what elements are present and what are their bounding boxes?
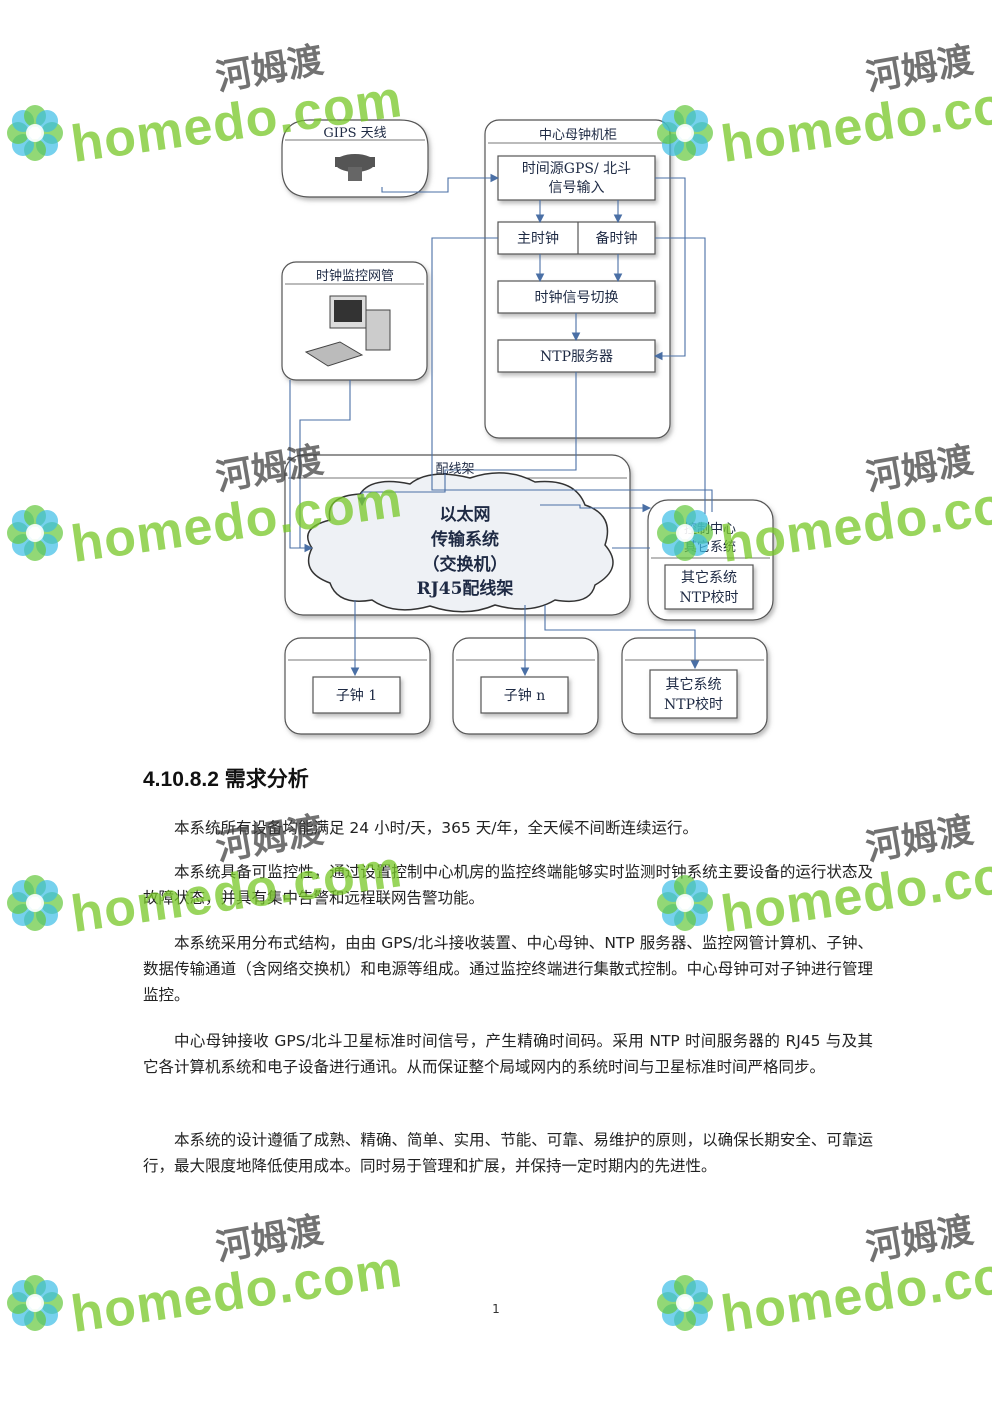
- main-clock-label: 主时钟: [517, 231, 559, 247]
- system-diagram: GIPS 天线 中心母钟机柜 时间源GPS/ 北斗 信号输入 主时钟 备时钟 时…: [281, 119, 774, 735]
- flower-logo-icon: [7, 875, 63, 931]
- watermark-cn-text: 河姆渡: [212, 1209, 327, 1270]
- paragraph-3: 本系统采用分布式结构，由由 GPS/北斗接收装置、中心母钟、NTP 服务器、监控…: [143, 934, 873, 1004]
- section-heading: 4.10.8.2 需求分析: [143, 768, 309, 791]
- paragraph-2: 本系统具备可监控性，通过设置控制中心机房的监控终端能够实时监测时钟系统主要设备的…: [143, 863, 873, 907]
- slave-clock-1-label: 子钟 1: [335, 688, 378, 704]
- other-ntp-label-2: NTP校时: [663, 697, 723, 713]
- ethernet-label-2: 传输系统: [431, 530, 499, 550]
- control-ntp-label-1: 其它系统: [681, 570, 737, 586]
- ethernet-cloud: [307, 472, 614, 613]
- ntp-server-label: NTP服务器: [539, 349, 613, 365]
- time-source-box: [497, 155, 656, 201]
- control-ntp-label-2: NTP校时: [679, 590, 739, 606]
- paragraph-1: 本系统所有设备均能满足 24 小时/天，365 天/年，全天候不间断连续运行。: [174, 819, 699, 837]
- slave-clock-n-label: 子钟 n: [503, 688, 546, 704]
- watermark-text: homedo.com: [717, 1240, 992, 1344]
- time-source-label-2: 信号输入: [548, 180, 605, 196]
- clock-switch-box: [497, 280, 656, 314]
- other-ntp-label-1: 其它系统: [665, 677, 722, 693]
- ethernet-label-4: RJ45配线架: [416, 579, 514, 599]
- page-number: 1: [492, 1302, 500, 1316]
- clock-switch-label: 时钟信号切换: [534, 290, 619, 306]
- cabinet-title: 中心母钟机柜: [538, 128, 617, 143]
- diagram-lines: [281, 119, 774, 735]
- ethernet-label-3: （交换机）: [422, 555, 508, 575]
- control-center-label-2: 其它系统: [683, 540, 736, 555]
- computer-icon: [304, 295, 391, 367]
- antenna-icon: [335, 154, 375, 181]
- ethernet-label-1: 以太网: [439, 505, 491, 525]
- clock-pair-box: [497, 221, 656, 255]
- watermark-text: homedo.com: [67, 1240, 406, 1344]
- monitor-title: 时钟监控网管: [315, 269, 394, 284]
- watermark-cn-text: 河姆渡: [862, 1209, 977, 1270]
- rack-title: 配线架: [435, 462, 475, 477]
- paragraph-4: 中心母钟接收 GPS/北斗卫星标准时间信号，产生精确时间码。采用 NTP 时间服…: [143, 1032, 873, 1076]
- gps-antenna-label: GIPS 天线: [323, 126, 387, 141]
- backup-clock-label: 备时钟: [595, 231, 638, 247]
- time-source-label-1: 时间源GPS/ 北斗: [521, 161, 632, 177]
- control-center-label-1: 控制中心: [683, 522, 736, 537]
- watermark-cn-text: 河姆渡: [862, 809, 977, 870]
- paragraph-5: 本系统的设计遵循了成熟、精确、简单、实用、节能、可靠、易维护的原则，以确保长期安…: [143, 1131, 873, 1175]
